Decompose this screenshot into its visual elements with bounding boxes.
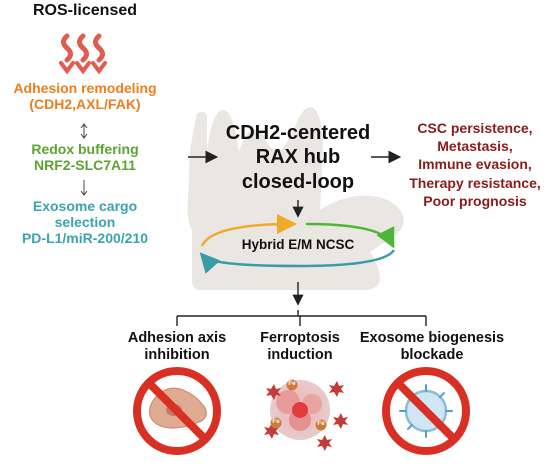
exosome-blockade-icon (382, 367, 470, 455)
outcome-immune: Immune evasion, (418, 156, 532, 173)
ros-header: ROS-licensed (32, 2, 138, 19)
outcomes-list: CSC persistence, Metastasis, Immune evas… (400, 119, 550, 210)
ros-burst-icon (264, 381, 348, 451)
ferroptosis-icon (264, 379, 348, 451)
left-vertical-arrows (80, 123, 88, 196)
exosome-step: Exosome cargo selection PD-L1/miR-200/21… (0, 198, 170, 246)
hub-title-line3: closed-loop (241, 170, 355, 193)
closed-loop-arrows (199, 214, 396, 274)
outcome-therapy: Therapy resistance, (409, 174, 541, 191)
strategy-exosome-line2: blockade (400, 346, 464, 363)
outcome-metastasis: Metastasis, (437, 138, 513, 155)
strategy-exosome-line1: Exosome biogenesis (359, 330, 505, 346)
strategy-ferroptosis-label: Ferroptosis induction (245, 330, 355, 363)
fe-label-2: Fe (317, 420, 325, 427)
iron-ion-icon (270, 379, 327, 431)
strategy-exosome-label: Exosome biogenesis blockade (352, 330, 512, 363)
outcome-prognosis: Poor prognosis (423, 192, 527, 209)
heat-waves-icon (59, 33, 107, 75)
hub-title-line1: CDH2-centered (225, 122, 371, 144)
fe-label-1: Fe (288, 380, 296, 387)
adhesion-step: Adhesion remodeling (CDH2,AXL/FAK) (0, 80, 170, 112)
strategy-adhesion-label: Adhesion axis inhibition (107, 330, 247, 363)
ncsc-label: Hybrid E/M NCSC (241, 237, 355, 252)
fe-label-3: Fe (272, 418, 280, 425)
strategy-adhesion-line2: inhibition (144, 346, 210, 363)
strategy-bracket (176, 310, 427, 326)
strategy-ferroptosis-line2: induction (267, 346, 333, 363)
adhesion-step-detail: (CDH2,AXL/FAK) (29, 96, 141, 113)
exosome-step-detail: PD-L1/miR-200/210 (21, 230, 149, 247)
outcome-csc: CSC persistence, (417, 120, 533, 136)
exosome-step-subtitle: selection (54, 214, 116, 231)
strategy-ferroptosis-line1: Ferroptosis (260, 330, 340, 346)
exosome-step-title: Exosome cargo (32, 198, 138, 214)
redox-step: Redox buffering NRF2-SLC7A11 (0, 141, 170, 173)
adhesion-inhibition-icon (133, 367, 221, 455)
redox-step-detail: NRF2-SLC7A11 (34, 157, 136, 174)
strategy-adhesion-line1: Adhesion axis (127, 330, 227, 346)
redox-step-title: Redox buffering (31, 141, 139, 157)
hub-title-line2: RAX hub (255, 146, 341, 169)
hub-title: CDH2-centered RAX hub closed-loop (198, 121, 398, 194)
cell-silhouette (187, 107, 404, 290)
adhesion-step-title: Adhesion remodeling (13, 80, 157, 96)
